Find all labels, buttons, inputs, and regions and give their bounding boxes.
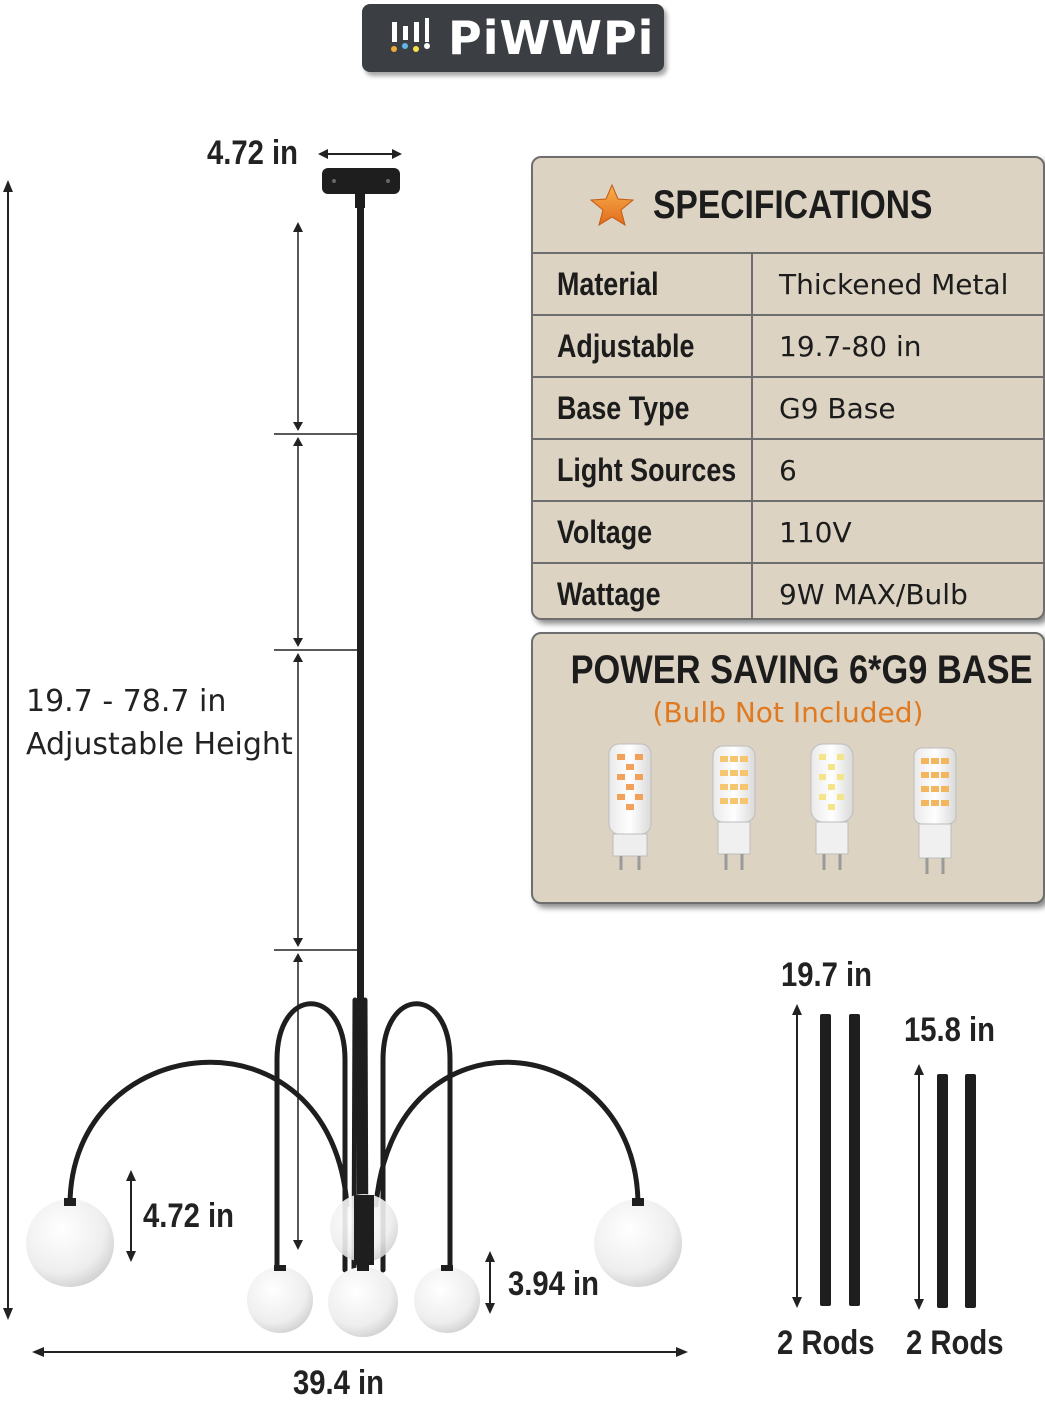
spec-value: 110V: [779, 515, 852, 549]
canopy-width-label: 4.72 in: [207, 134, 299, 172]
spec-label: Base Type: [557, 389, 690, 426]
canopy-width-arrow: [318, 149, 402, 159]
star-icon: [589, 183, 635, 227]
spec-label-cell: Wattage: [533, 564, 753, 618]
canopy: [322, 168, 400, 208]
spec-label-cell: Material: [533, 254, 753, 314]
spec-value: 6: [779, 453, 797, 487]
spec-value: Thickened Metal: [779, 267, 1009, 301]
power-saving-panel: POWER SAVING 6*G9 BASE (Bulb Not Include…: [531, 632, 1045, 904]
small-globe-size-label: 3.94 in: [508, 1265, 600, 1303]
brand-mark-icon: [391, 18, 430, 52]
stem: [357, 206, 364, 1276]
g9-bulb-icon: [913, 747, 957, 874]
power-title-wrap: POWER SAVING 6*G9 BASE: [533, 648, 1043, 693]
specifications-title: SPECIFICATIONS: [653, 182, 933, 227]
short-rod-count-label: 2 Rods: [906, 1324, 1004, 1362]
brand-logo: PiWWPi: [362, 4, 664, 72]
rod-segment-markers: [274, 222, 358, 1250]
total-height-arrow: [3, 180, 13, 1320]
bulb-illustrations: [608, 743, 957, 874]
total-width-arrow: [32, 1347, 688, 1357]
spec-row: Base Type G9 Base: [533, 378, 1043, 440]
spec-label: Adjustable: [557, 327, 695, 364]
power-title: POWER SAVING 6*G9 BASE: [570, 648, 1033, 692]
long-rod-count-label: 2 Rods: [777, 1324, 875, 1362]
spec-row: Wattage 9W MAX/Bulb: [533, 564, 1043, 618]
spec-label: Wattage: [557, 575, 661, 612]
long-rod-length-label: 19.7 in: [781, 956, 873, 994]
specifications-panel: SPECIFICATIONS Material Thickened Metal …: [531, 156, 1045, 620]
specifications-header: SPECIFICATIONS: [533, 158, 1043, 254]
spec-label-cell: Base Type: [533, 378, 753, 438]
spec-row: Light Sources 6: [533, 440, 1043, 502]
large-globe-size-label: 4.72 in: [143, 1197, 235, 1235]
spec-label: Light Sources: [557, 451, 737, 488]
spec-row: Material Thickened Metal: [533, 254, 1043, 316]
g9-bulb-icon: [608, 743, 652, 870]
brand-name: PiWWPi: [448, 11, 655, 65]
spec-label-cell: Adjustable: [533, 316, 753, 376]
spec-value: 9W MAX/Bulb: [779, 577, 968, 611]
rod-length-arrows: [792, 1004, 924, 1310]
spec-label: Material: [557, 265, 659, 302]
g9-bulb-icon: [810, 743, 854, 870]
spec-label-cell: Light Sources: [533, 440, 753, 500]
spec-value: G9 Base: [779, 391, 896, 425]
extension-rods: [820, 1014, 976, 1308]
spec-row: Adjustable 19.7-80 in: [533, 316, 1043, 378]
spec-label: Voltage: [557, 513, 653, 550]
spec-label-cell: Voltage: [533, 502, 753, 562]
bulb-not-included-note: (Bulb Not Included): [652, 696, 924, 729]
spec-value: 19.7-80 in: [779, 329, 922, 363]
g9-bulb-icon: [712, 745, 756, 870]
globe-dimension-arrows: [126, 1170, 495, 1314]
globe-shades: [26, 1194, 682, 1337]
spec-row: Voltage 110V: [533, 502, 1043, 564]
adjustable-height-label: Adjustable Height: [26, 727, 293, 762]
total-width-label: 39.4 in: [293, 1364, 385, 1402]
short-rod-length-label: 15.8 in: [904, 1011, 996, 1049]
height-range-label: 19.7 - 78.7 in: [26, 684, 227, 719]
